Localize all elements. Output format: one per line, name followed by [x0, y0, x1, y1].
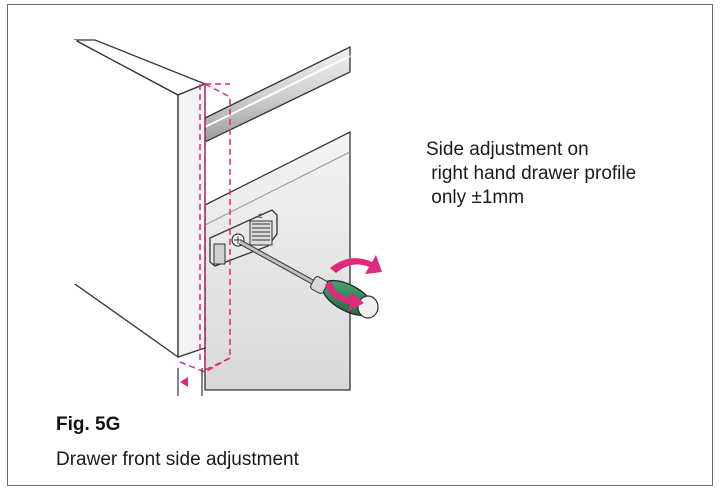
drawer-front	[73, 38, 207, 359]
note-line-1: Side adjustment on	[426, 139, 589, 160]
adjustment-note: Side adjustment on right hand drawer pro…	[426, 138, 636, 210]
adjustment-mechanism: ±	[209, 209, 278, 267]
svg-text:±: ±	[258, 211, 263, 220]
adjustment-envelope	[179, 82, 231, 373]
note-line-3: only ±1mm	[426, 187, 525, 208]
rotate-arrows-icon	[325, 255, 382, 311]
figure-label: Fig. 5G	[56, 414, 121, 435]
dimension-marker	[177, 368, 203, 396]
note-line-2: right hand drawer profile	[426, 163, 637, 184]
figure-caption: Drawer front side adjustment	[56, 449, 299, 470]
